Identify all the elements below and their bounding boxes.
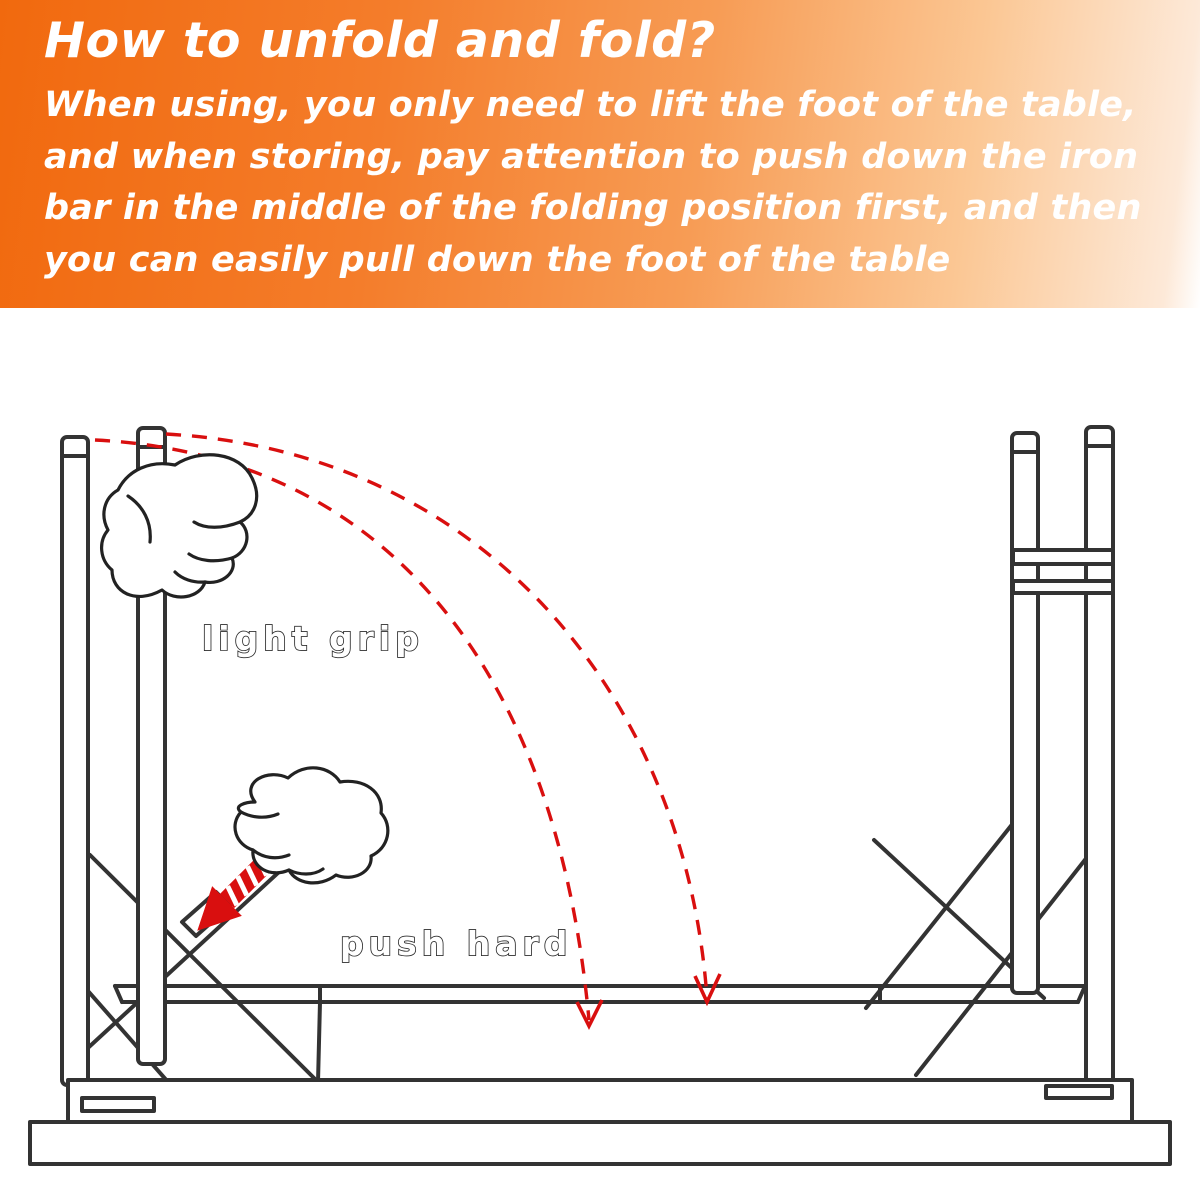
table-apron — [113, 984, 1087, 1004]
instruction-banner: How to unfold and fold? When using, you … — [0, 0, 1200, 308]
table-fold-diagram: light grip push hard — [0, 410, 1200, 1200]
left-fold-braces — [62, 853, 322, 1084]
table-illustration: light grip push hard — [28, 425, 1172, 1166]
fold-arc-inner — [165, 432, 709, 999]
pushing-hand — [233, 766, 390, 885]
light-grip-label: light grip — [202, 619, 424, 658]
right-fold-braces — [864, 820, 1090, 1077]
arc-arrowheads — [575, 973, 722, 1031]
banner-title: How to unfold and fold? — [44, 12, 716, 69]
table-top — [28, 1078, 1172, 1166]
banner-body: When using, you only need to lift the fo… — [44, 84, 1142, 281]
diagram-labels: light grip push hard — [201, 618, 572, 964]
gripping-hand — [100, 453, 259, 599]
push-hard-label: push hard — [340, 924, 572, 963]
